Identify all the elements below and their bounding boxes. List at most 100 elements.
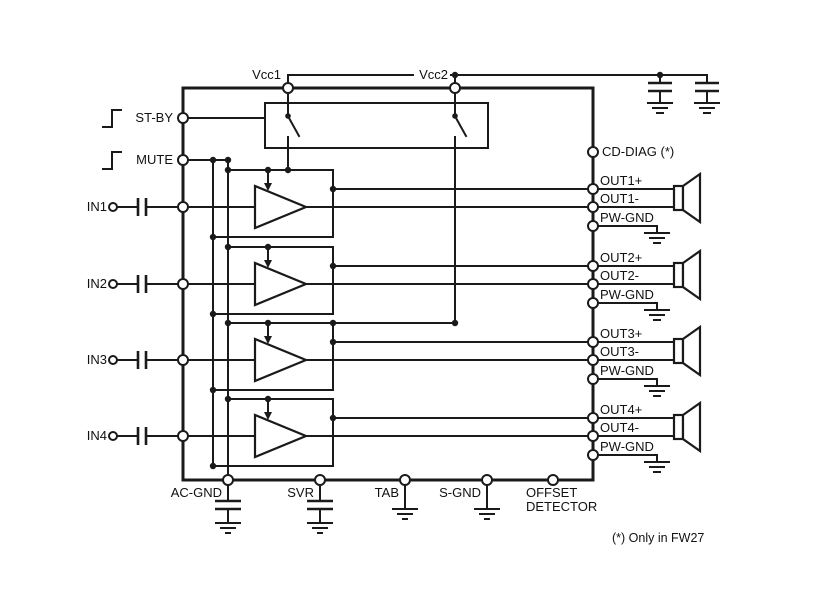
out2n-pin (587, 278, 599, 290)
speaker-icon (672, 248, 702, 302)
pwgnd4-pin (587, 449, 599, 461)
ground-icon (644, 385, 670, 397)
out3p-label: OUT3+ (600, 326, 642, 341)
out3n-label: OUT3- (600, 344, 639, 359)
ground-icon (474, 508, 500, 520)
tab-pin (399, 474, 411, 486)
pwgnd3-pin (587, 373, 599, 385)
ground-icon (392, 508, 418, 520)
out1n-label: OUT1- (600, 191, 639, 206)
arrow-down-icon (264, 336, 272, 344)
in3-terminal (108, 355, 118, 365)
in1-label: IN1 (87, 199, 107, 214)
standby-mute-switch-box (264, 92, 489, 324)
step-waveform-icon (102, 109, 122, 128)
offset-detector-pin (547, 474, 559, 486)
vcc1-pin (282, 82, 294, 94)
stby-label: ST-BY (135, 110, 173, 125)
amplifier-triangle (253, 337, 309, 383)
s-gnd-pin (481, 474, 493, 486)
in1-terminal (108, 202, 118, 212)
pwgnd4-label: PW-GND (600, 439, 654, 454)
ground-icon (644, 309, 670, 321)
in3-pin (177, 354, 189, 366)
amplifier-triangle (253, 413, 309, 459)
in4-label: IN4 (87, 428, 107, 443)
out2p-label: OUT2+ (600, 250, 642, 265)
out4n-pin (587, 430, 599, 442)
supply-capacitor-icon (648, 74, 672, 104)
in3-label: IN3 (87, 352, 107, 367)
junction-dots (209, 71, 664, 470)
ground-icon (644, 232, 670, 244)
offset-detector-label-line2: DETECTOR (526, 499, 597, 514)
ground-icon (307, 522, 333, 534)
input-capacitor-icon (136, 427, 148, 445)
bottom-pin-network (215, 484, 500, 534)
electrolytic-capacitor-icon (307, 499, 333, 511)
in4-terminal (108, 431, 118, 441)
out1p-pin (587, 183, 599, 195)
s-gnd-label: S-GND (439, 485, 481, 500)
ground-icon (644, 461, 670, 473)
vcc1-label: Vcc1 (252, 67, 281, 82)
out4p-pin (587, 412, 599, 424)
svr-pin (314, 474, 326, 486)
tab-label: TAB (375, 485, 399, 500)
arrow-down-icon (264, 183, 272, 191)
input-capacitor-icon (136, 198, 148, 216)
pwgnd2-label: PW-GND (600, 287, 654, 302)
in2-pin (177, 278, 189, 290)
ac-gnd-label: AC-GND (171, 485, 222, 500)
stby-pin (177, 112, 189, 124)
pin-circles (108, 82, 599, 486)
channel-4 (116, 398, 702, 473)
ground-icon (647, 102, 673, 114)
labels: Vcc1 Vcc2 ST-BY MUTE IN1 IN2 IN3 IN4 CD-… (87, 67, 704, 545)
arrow-down-icon (264, 260, 272, 268)
ground-icon (694, 102, 720, 114)
offset-detector-label-line1: OFFSET (526, 485, 577, 500)
out3n-pin (587, 354, 599, 366)
mute-label: MUTE (136, 152, 173, 167)
out4n-label: OUT4- (600, 420, 639, 435)
out1n-pin (587, 201, 599, 213)
in2-terminal (108, 279, 118, 289)
top-power-rail (287, 74, 720, 114)
pwgnd2-pin (587, 297, 599, 309)
svr-label: SVR (287, 485, 314, 500)
electrolytic-capacitor-icon (215, 499, 241, 511)
in4-pin (177, 430, 189, 442)
ground-icon (215, 522, 241, 534)
vcc2-label: Vcc2 (419, 67, 448, 82)
cd-diag-pin (587, 146, 599, 158)
switch-icon (452, 113, 468, 138)
amplifier-triangle (253, 184, 309, 230)
speaker-icon (672, 400, 702, 454)
speaker-icon (672, 324, 702, 378)
mute-pin-group (102, 151, 229, 170)
amplifier-triangle (253, 261, 309, 307)
cd-diag-label: CD-DIAG (*) (602, 144, 674, 159)
switch-icon (285, 113, 301, 138)
step-waveform-icon (102, 151, 122, 170)
in2-label: IN2 (87, 276, 107, 291)
input-capacitor-icon (136, 351, 148, 369)
stby-pin-group (102, 109, 266, 128)
ac-gnd-pin (222, 474, 234, 486)
out4p-label: OUT4+ (600, 402, 642, 417)
footnote: (*) Only in FW27 (612, 531, 704, 545)
pwgnd1-label: PW-GND (600, 210, 654, 225)
out2p-pin (587, 260, 599, 272)
channel-1 (116, 169, 702, 244)
supply-capacitor-icon (695, 74, 719, 104)
arrow-down-icon (264, 412, 272, 420)
speaker-icon (672, 171, 702, 225)
input-capacitor-icon (136, 275, 148, 293)
pwgnd1-pin (587, 220, 599, 232)
out3p-pin (587, 336, 599, 348)
pwgnd3-label: PW-GND (600, 363, 654, 378)
vcc2-pin (449, 82, 461, 94)
mute-pin (177, 154, 189, 166)
